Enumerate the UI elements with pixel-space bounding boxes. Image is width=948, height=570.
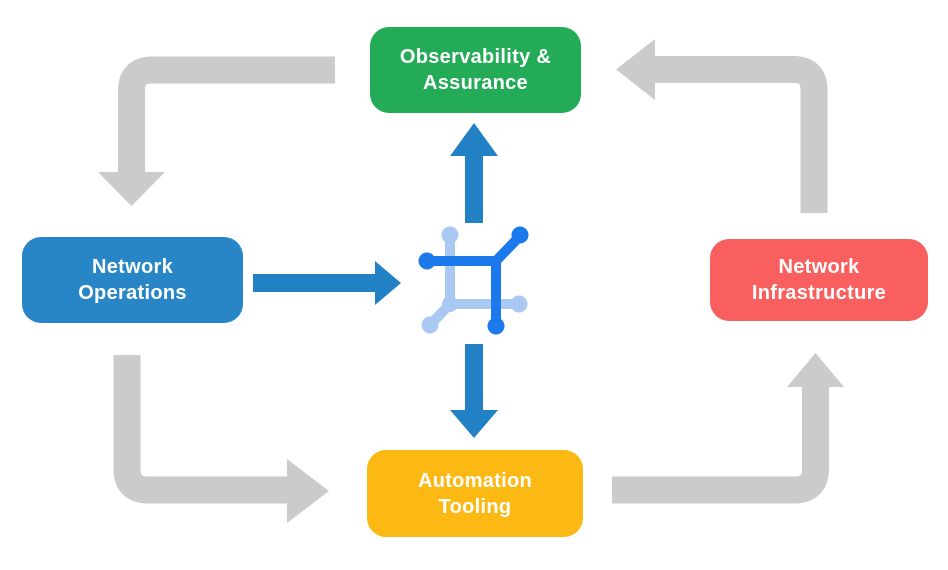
node-label-line: Operations: [78, 282, 187, 304]
node-label-line: Tooling: [438, 495, 512, 518]
node-label-line: Automation: [417, 469, 533, 492]
hub-icon-light-part: [421, 226, 528, 334]
node-network-infrastructure: Network Infrastructure: [710, 239, 928, 321]
arrow-operations-to-hub: [253, 261, 401, 305]
node-label-line: Network: [778, 256, 860, 278]
arrow-automation-to-infrastructure: [612, 353, 844, 504]
node-network-operations: Network Operations: [22, 237, 243, 323]
arrow-infrastructure-to-observability: [616, 39, 828, 213]
node-label-line: Observability &: [399, 46, 552, 68]
arrow-operations-to-automation: [113, 355, 329, 523]
node-label-line: Assurance: [423, 72, 528, 94]
hub-icon-dark-part: [418, 226, 529, 335]
network-automation-hub-icon: [418, 226, 529, 335]
arrow-hub-to-observability: [450, 123, 498, 223]
node-label-line: Network: [91, 256, 173, 278]
node-observability-assurance: Observability & Assurance: [370, 27, 581, 113]
node-label-line: Infrastructure: [751, 282, 887, 304]
arrow-hub-to-automation: [450, 344, 498, 438]
node-automation-tooling: Automation Tooling: [367, 450, 583, 537]
arrow-observability-to-operations: [98, 56, 335, 206]
